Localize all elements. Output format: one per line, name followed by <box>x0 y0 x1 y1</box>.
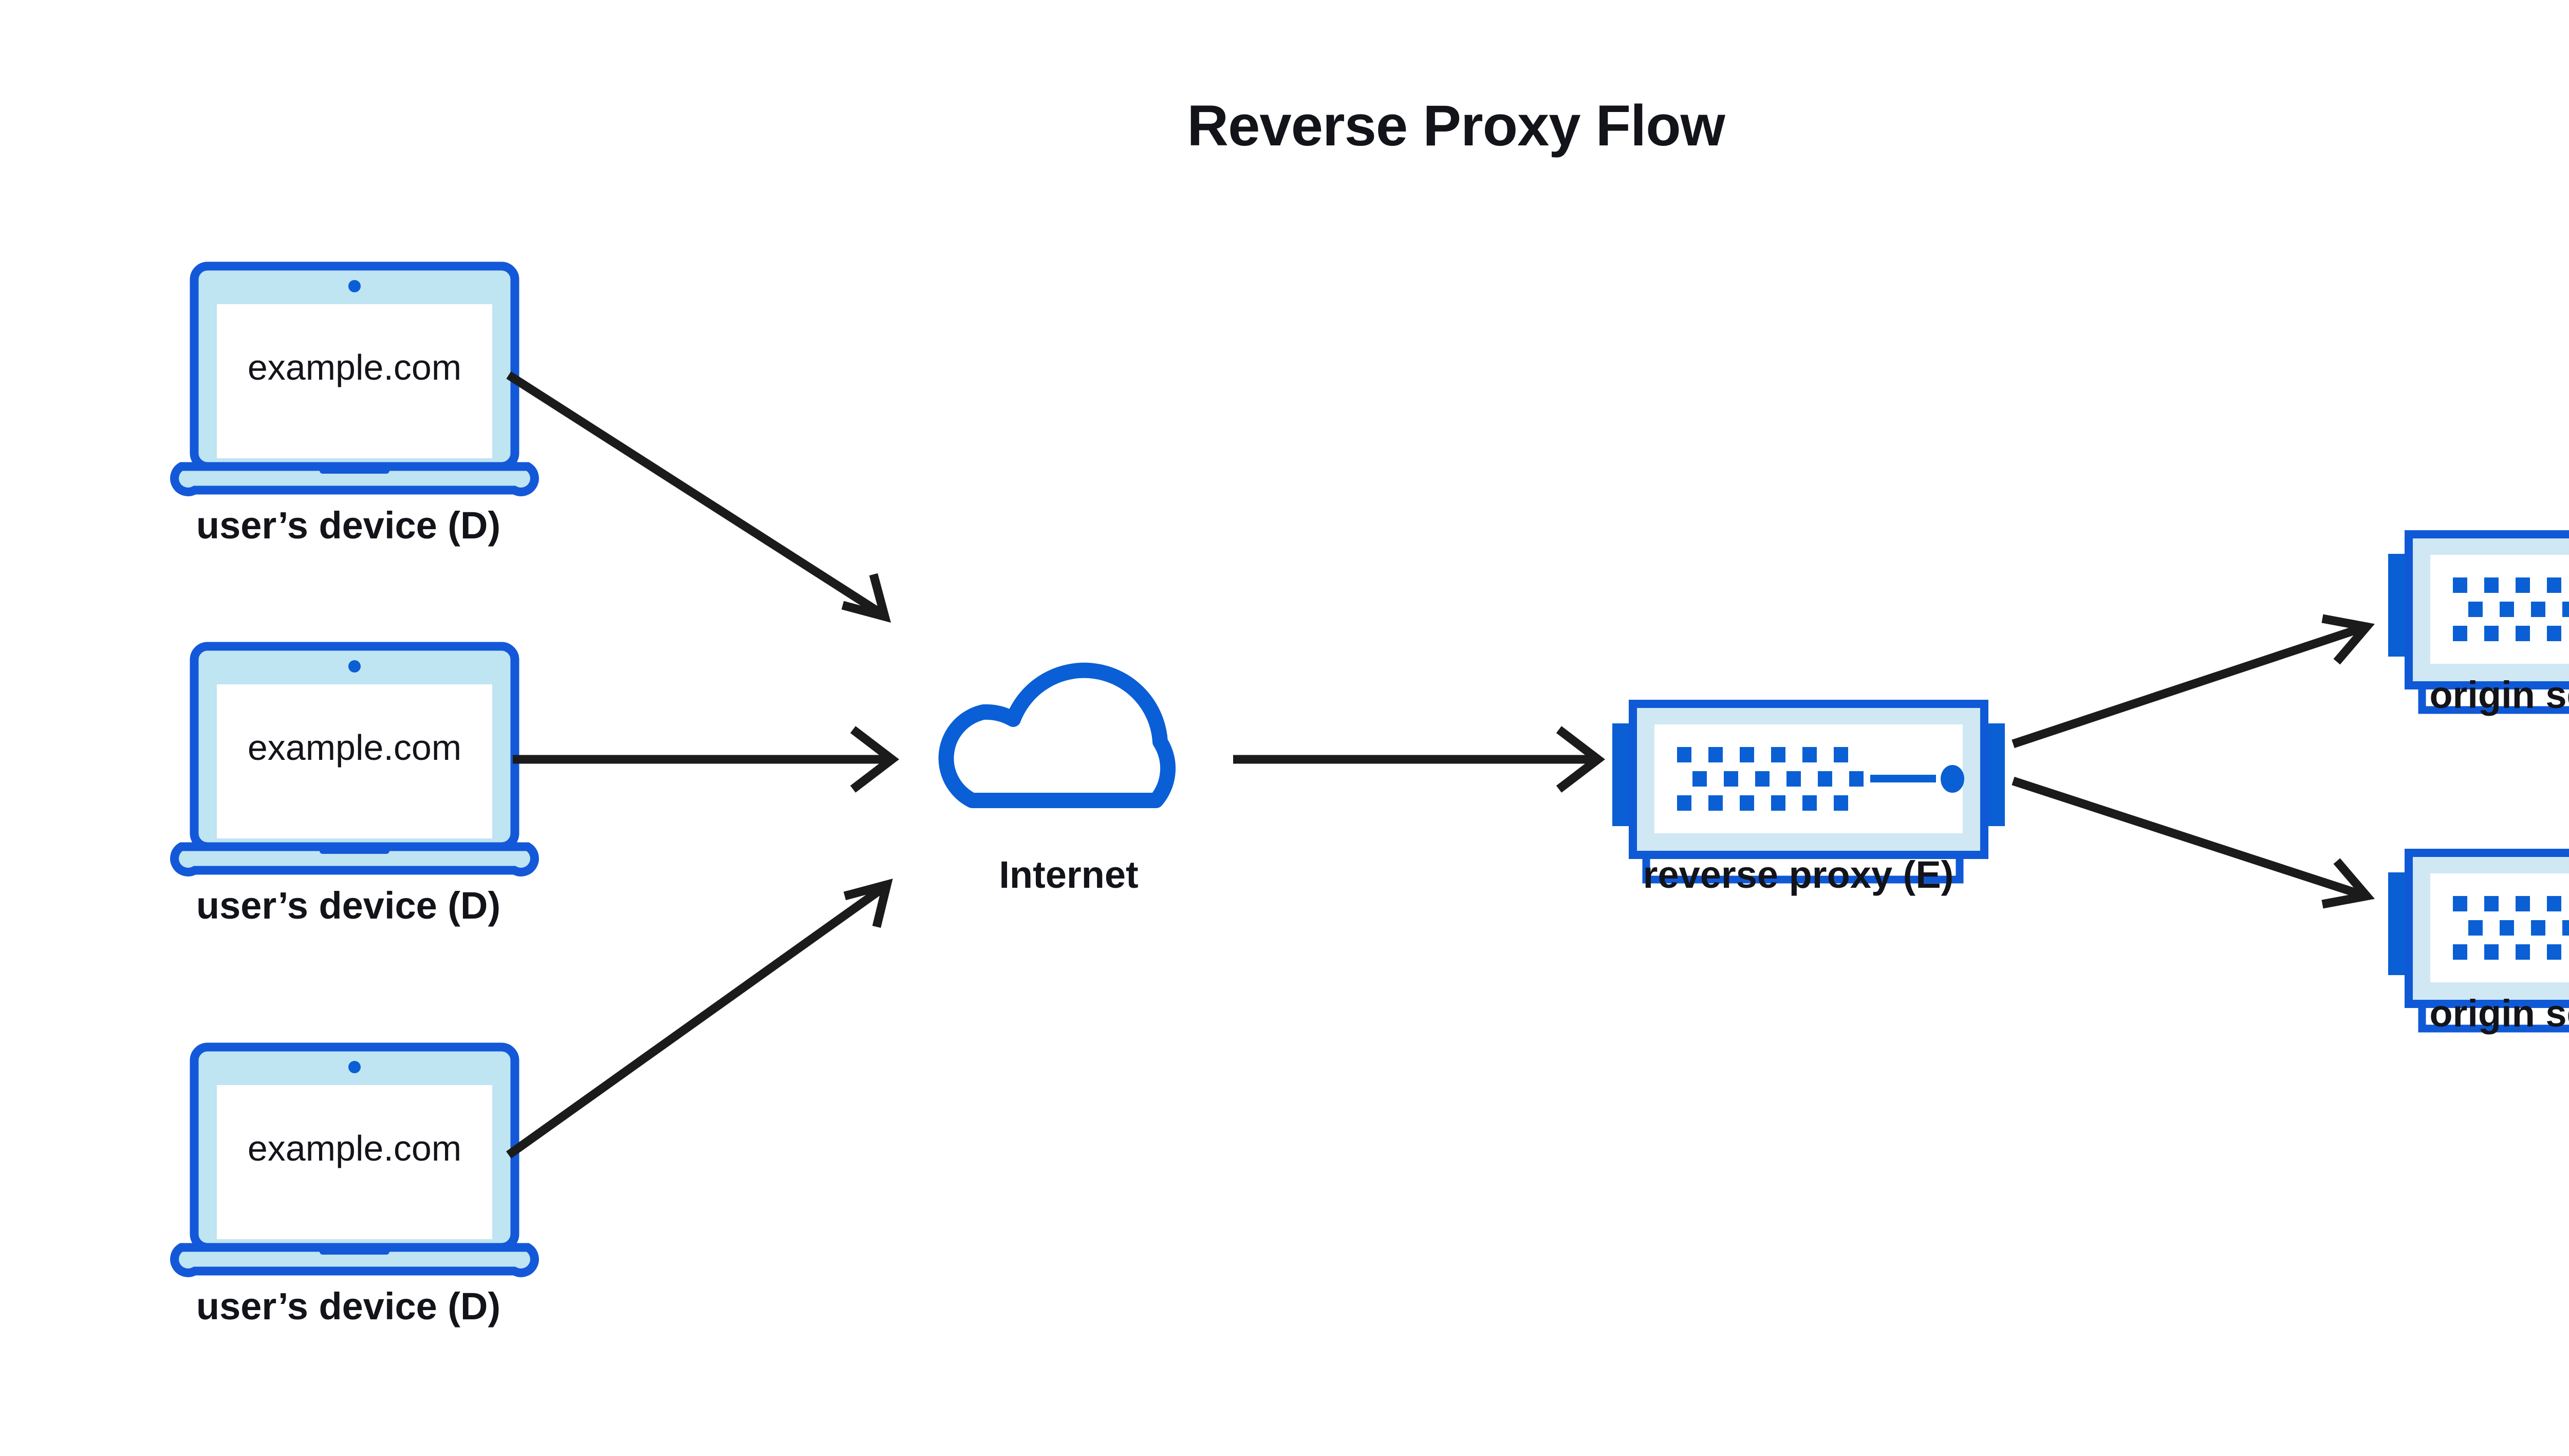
internet-label: Internet <box>999 853 1139 896</box>
device-screen-text: example.com <box>247 1128 462 1168</box>
reverse-proxy-label: reverse proxy (E) <box>1643 853 1954 896</box>
origin-server-label-bottom: origin server (F) <box>2429 992 2569 1035</box>
device-label-middle: user’s device (D) <box>196 884 501 927</box>
page-title: Reverse Proxy Flow <box>1187 94 1725 158</box>
origin-server-label-top: origin server (F) <box>2429 674 2569 716</box>
edge-proxy-to-origin-bottom <box>2012 776 2375 909</box>
device-screen-text: example.com <box>247 727 462 768</box>
device-label-top: user’s device (D) <box>196 504 501 547</box>
device-screen-text: example.com <box>247 347 462 387</box>
edge-device-bottom-to-cloud <box>506 879 893 1159</box>
cloud-icon <box>946 670 1168 800</box>
edge-proxy-to-origin-top <box>2012 614 2375 749</box>
device-label-bottom: user’s device (D) <box>196 1285 501 1328</box>
edge-device-top-to-cloud <box>506 371 891 623</box>
edge-cloud-to-proxy <box>1233 726 1606 793</box>
edge-device-middle-to-cloud <box>513 726 900 793</box>
